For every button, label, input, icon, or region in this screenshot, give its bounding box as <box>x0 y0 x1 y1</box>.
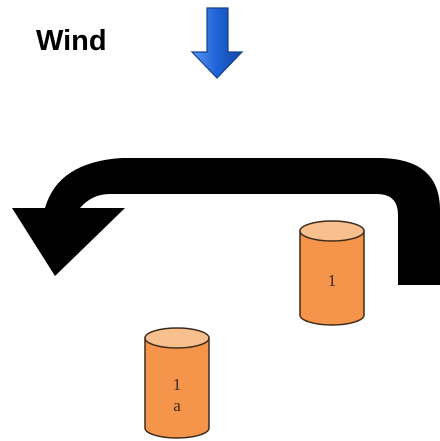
cylinder-1-label: 1 <box>328 271 337 290</box>
cylinder-1a: 1 a <box>144 327 210 439</box>
cylinder-1-body <box>299 230 365 326</box>
cylinder-1-top <box>299 220 365 242</box>
cylinder-1a-label-line1: 1 <box>173 375 182 394</box>
cylinder-1: 1 <box>299 220 365 326</box>
wind-label: Wind <box>36 25 107 57</box>
cylinder-1a-label-line2: a <box>173 396 181 415</box>
cylinder-1a-top <box>144 327 210 349</box>
cylinder-1a-body <box>144 337 210 439</box>
curved-flow-arrow-icon <box>12 158 440 285</box>
wind-arrow-icon <box>190 7 244 79</box>
